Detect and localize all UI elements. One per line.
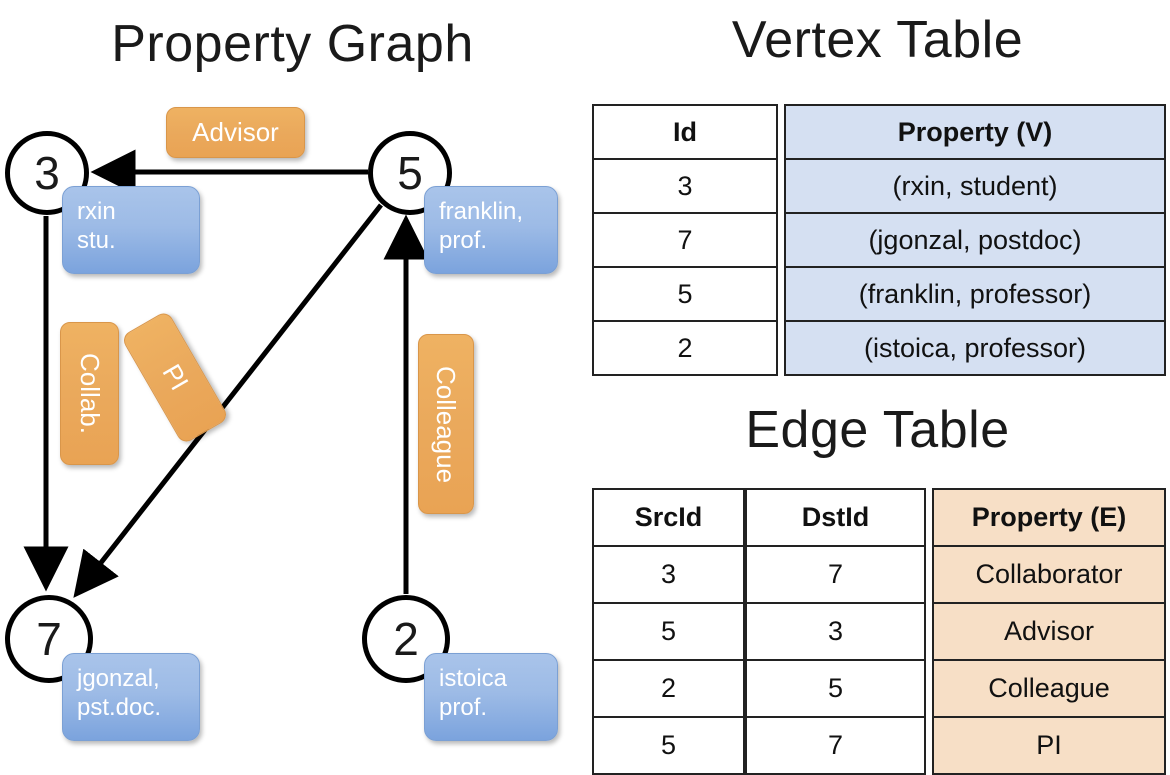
table-row: 3 bbox=[592, 545, 745, 604]
table-row: Collaborator bbox=[932, 545, 1166, 604]
vertex-property-bubble-7[interactable]: jgonzal, pst.doc. bbox=[62, 653, 200, 741]
edge-label-colleague[interactable]: Colleague bbox=[418, 334, 474, 514]
edge-src-cell: 3 bbox=[592, 545, 745, 604]
edge-label-pi-text: PI bbox=[156, 359, 195, 396]
vertex-property-cell: (jgonzal, postdoc) bbox=[784, 212, 1166, 268]
edge-dst-cell: 3 bbox=[745, 602, 926, 661]
edge-table-dstid-column: DstId 7 3 5 7 bbox=[745, 488, 926, 775]
edge-label-collab[interactable]: Collab. bbox=[60, 322, 119, 465]
table-row: 3 bbox=[745, 602, 926, 661]
vertex-property-7-line1: jgonzal, bbox=[77, 665, 160, 692]
vertex-id-cell: 3 bbox=[592, 158, 778, 214]
edge-label-advisor-text: Advisor bbox=[192, 117, 279, 147]
edge-table-property-column: Property (E) Collaborator Advisor Collea… bbox=[932, 488, 1166, 775]
table-row: 2 bbox=[592, 320, 778, 376]
table-row: 5 bbox=[592, 716, 745, 775]
edge-label-advisor[interactable]: Advisor bbox=[166, 107, 305, 158]
graph-node-5-label: 5 bbox=[397, 147, 423, 199]
vertex-property-5-line2: prof. bbox=[439, 227, 488, 255]
vertex-table-header-id: Id bbox=[592, 104, 778, 160]
graph-node-3-label: 3 bbox=[34, 147, 60, 199]
page-title-edge-table: Edge Table bbox=[745, 401, 1010, 459]
edge-dst-cell: 7 bbox=[745, 545, 926, 604]
table-header-row: Property (E) bbox=[932, 488, 1166, 547]
edge-table-header-dstid: DstId bbox=[745, 488, 926, 547]
vertex-property-5-line1: franklin, bbox=[439, 198, 524, 225]
graph-node-5[interactable]: 5 bbox=[368, 131, 452, 215]
vertex-property-3-line2: stu. bbox=[77, 227, 116, 255]
vertex-property-2-line2: prof. bbox=[439, 694, 488, 722]
edge-table-srcid-column: SrcId 3 5 2 5 bbox=[592, 488, 745, 775]
table-row: (istoica, professor) bbox=[784, 320, 1166, 376]
vertex-property-bubble-2[interactable]: istoica prof. bbox=[424, 653, 558, 741]
vertex-property-cell: (franklin, professor) bbox=[784, 266, 1166, 322]
table-row: 3 bbox=[592, 158, 778, 214]
edge-src-cell: 5 bbox=[592, 602, 745, 661]
vertex-id-cell: 5 bbox=[592, 266, 778, 322]
table-row: (jgonzal, postdoc) bbox=[784, 212, 1166, 268]
vertex-property-7-line2: pst.doc. bbox=[77, 694, 162, 722]
table-row: 5 bbox=[592, 266, 778, 322]
edge-property-cell: Advisor bbox=[932, 602, 1166, 661]
table-header-row: DstId bbox=[745, 488, 926, 547]
table-row: (rxin, student) bbox=[784, 158, 1166, 214]
graph-node-2[interactable]: 2 bbox=[362, 595, 450, 683]
vertex-property-2-line1: istoica bbox=[439, 665, 508, 692]
edge-arrow-5-to-7 bbox=[73, 203, 383, 598]
edge-label-collab-text: Collab. bbox=[75, 353, 105, 434]
vertex-property-cell: (rxin, student) bbox=[784, 158, 1166, 214]
table-row: 7 bbox=[592, 212, 778, 268]
table-row: 2 bbox=[592, 659, 745, 718]
vertex-property-cell: (istoica, professor) bbox=[784, 320, 1166, 376]
vertex-table-header-property: Property (V) bbox=[784, 104, 1166, 160]
edge-dst-cell: 5 bbox=[745, 659, 926, 718]
table-row: 5 bbox=[745, 659, 926, 718]
edge-src-cell: 2 bbox=[592, 659, 745, 718]
edge-property-cell: PI bbox=[932, 716, 1166, 775]
table-header-row: Property (V) bbox=[784, 104, 1166, 160]
table-row: PI bbox=[932, 716, 1166, 775]
vertex-property-3-line1: rxin bbox=[77, 198, 116, 225]
vertex-id-cell: 7 bbox=[592, 212, 778, 268]
property-graph-diagram: 3 5 7 2 rxin stu. franklin, prof. jgonza… bbox=[0, 0, 585, 760]
table-header-row: SrcId bbox=[592, 488, 745, 547]
vertex-table-property-column: Property (V) (rxin, student) (jgonzal, p… bbox=[784, 104, 1166, 376]
vertex-property-bubble-5[interactable]: franklin, prof. bbox=[424, 186, 558, 274]
edge-table-header-srcid: SrcId bbox=[592, 488, 745, 547]
graph-node-7-label: 7 bbox=[36, 613, 62, 665]
graph-edge-arrows bbox=[23, 149, 429, 598]
table-row: 5 bbox=[592, 602, 745, 661]
edge-dst-cell: 7 bbox=[745, 716, 926, 775]
table-row: (franklin, professor) bbox=[784, 266, 1166, 322]
vertex-id-cell: 2 bbox=[592, 320, 778, 376]
page-title-vertex-table: Vertex Table bbox=[731, 11, 1024, 69]
vertex-table-id-column: Id 3 7 5 2 bbox=[592, 104, 778, 376]
table-row: 7 bbox=[745, 545, 926, 604]
edge-property-cell: Collaborator bbox=[932, 545, 1166, 604]
table-header-row: Id bbox=[592, 104, 778, 160]
table-row: 7 bbox=[745, 716, 926, 775]
table-row: Colleague bbox=[932, 659, 1166, 718]
edge-src-cell: 5 bbox=[592, 716, 745, 775]
page-title-property-graph: Property Graph bbox=[111, 15, 474, 73]
edge-table-header-property: Property (E) bbox=[932, 488, 1166, 547]
edge-property-cell: Colleague bbox=[932, 659, 1166, 718]
vertex-property-bubble-3[interactable]: rxin stu. bbox=[62, 186, 200, 274]
edge-label-colleague-text: Colleague bbox=[431, 365, 462, 483]
table-row: Advisor bbox=[932, 602, 1166, 661]
graph-node-2-label: 2 bbox=[393, 613, 419, 665]
